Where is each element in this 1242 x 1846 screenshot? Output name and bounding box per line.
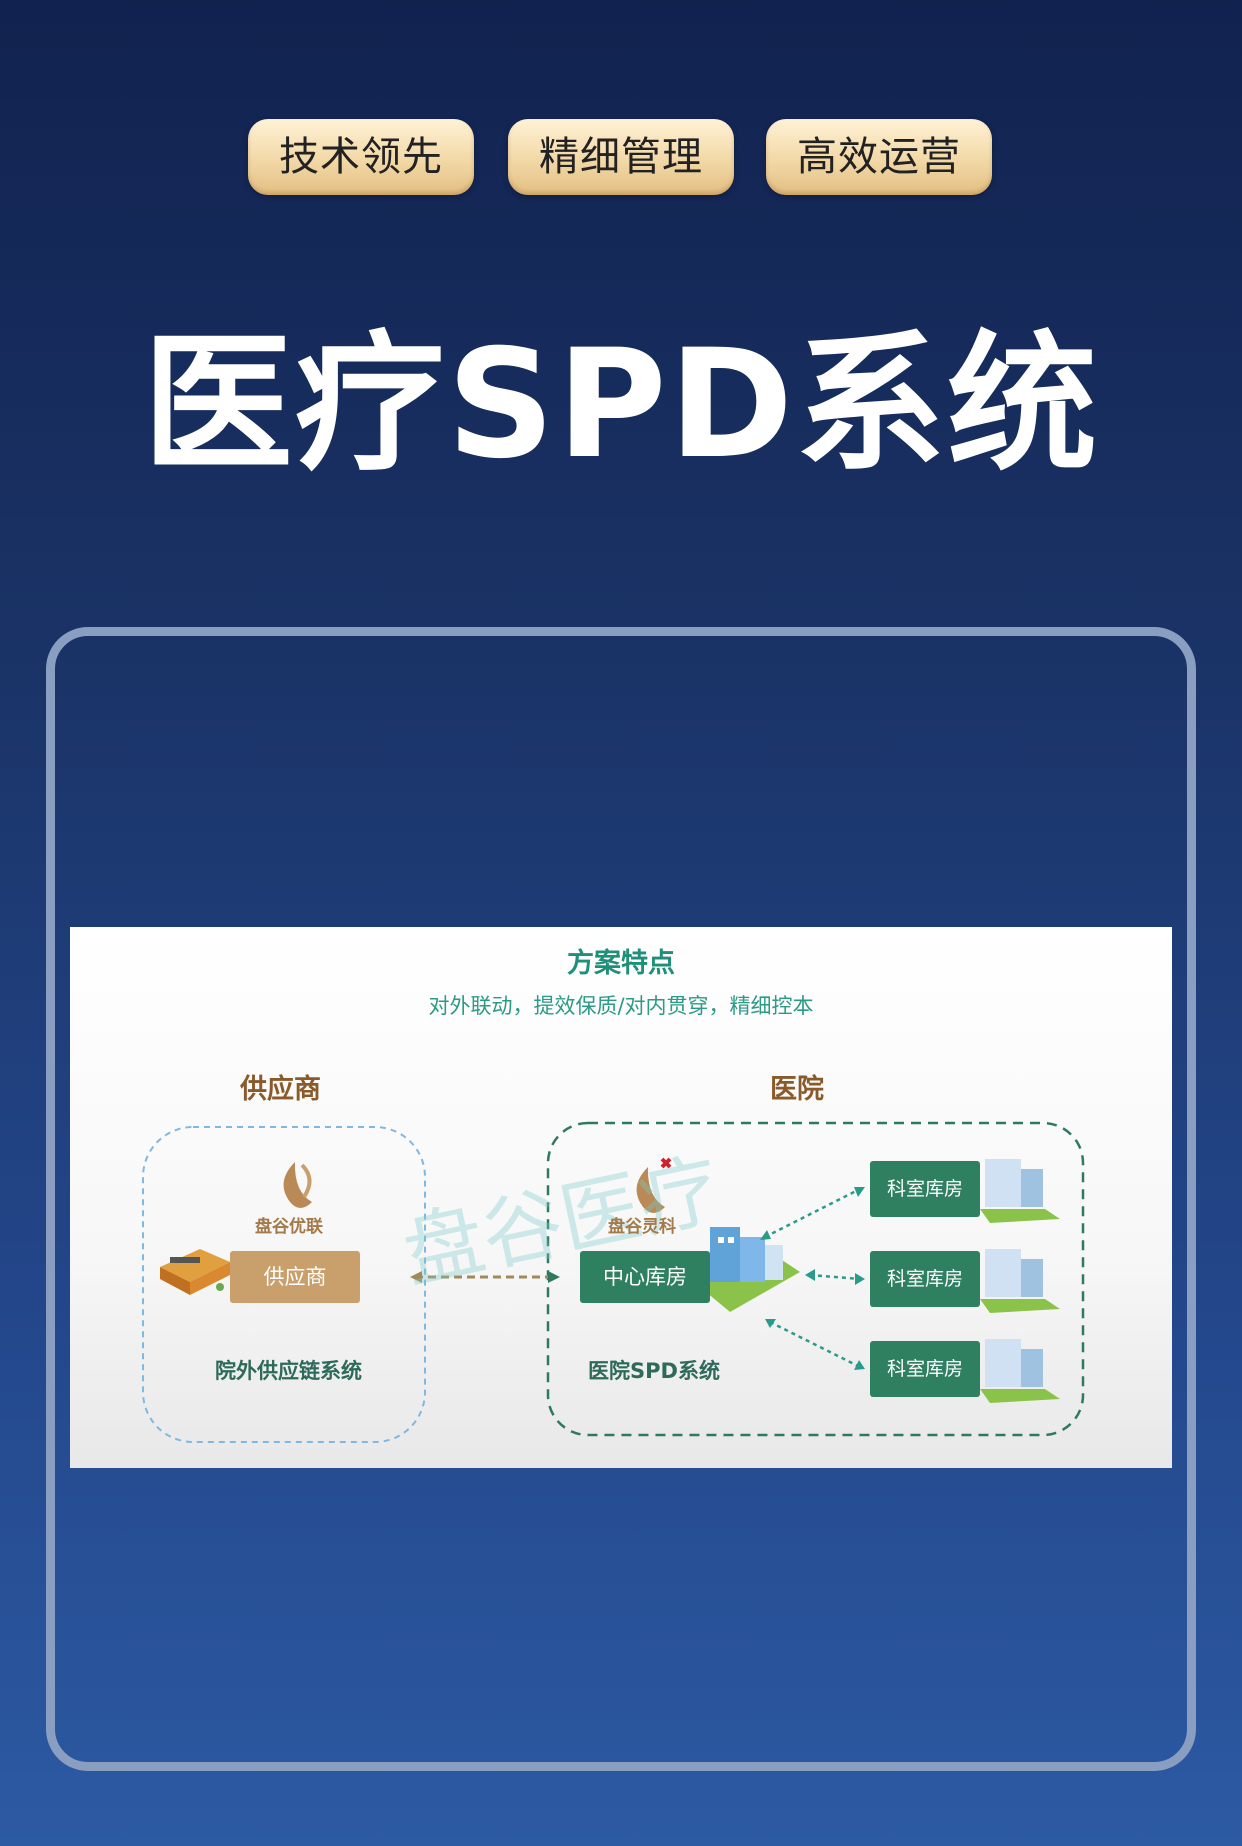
supplier-logo-text: 盘谷优联 bbox=[255, 1217, 323, 1237]
diagram-heading: 方案特点 bbox=[567, 948, 675, 979]
warehouse-building-icon bbox=[160, 1249, 230, 1295]
pill-efficient-operation: 高效运营 bbox=[766, 119, 992, 195]
supplier-label: 供应商 bbox=[240, 1074, 321, 1105]
department-building-icon bbox=[980, 1159, 1060, 1403]
supplier-hospital-arrow bbox=[410, 1271, 560, 1283]
central-dept-arrows bbox=[764, 1187, 861, 1369]
dept-warehouse-box: 科室库房 bbox=[870, 1341, 980, 1397]
diagram-graphics bbox=[142, 1121, 1085, 1443]
central-warehouse-box: 中心库房 bbox=[580, 1251, 710, 1303]
arrow-heads bbox=[760, 1187, 865, 1370]
dept-warehouse-box: 科室库房 bbox=[870, 1251, 980, 1307]
pill-tech-leading: 技术领先 bbox=[248, 119, 474, 195]
hospital-label: 医院 bbox=[770, 1074, 824, 1105]
supplier-box: 供应商 bbox=[230, 1251, 360, 1303]
diagram-subheading: 对外联动，提效保质/对内贯穿，精细控本 bbox=[428, 994, 814, 1018]
hospital-building-icon bbox=[700, 1227, 800, 1312]
page-title: 医疗SPD系统 bbox=[142, 318, 1100, 492]
spd-diagram-panel: 方案特点 对外联动，提效保质/对内贯穿，精细控本 供应商 医院 盘谷医疗 盘谷优… bbox=[70, 927, 1172, 1468]
external-supply-chain-caption: 院外供应链系统 bbox=[215, 1359, 362, 1383]
supplier-logo-icon bbox=[283, 1162, 312, 1208]
supplier-region bbox=[142, 1126, 426, 1443]
tag-pills: 技术领先 精细管理 高效运营 bbox=[0, 119, 1242, 195]
hospital-spd-caption: 医院SPD系统 bbox=[588, 1359, 720, 1383]
content-frame bbox=[46, 627, 1196, 1771]
hospital-logo-text: 盘谷灵科 bbox=[608, 1217, 676, 1237]
dept-warehouse-box: 科室库房 bbox=[870, 1161, 980, 1217]
hospital-logo-icon bbox=[636, 1157, 672, 1213]
pill-fine-management: 精细管理 bbox=[508, 119, 734, 195]
